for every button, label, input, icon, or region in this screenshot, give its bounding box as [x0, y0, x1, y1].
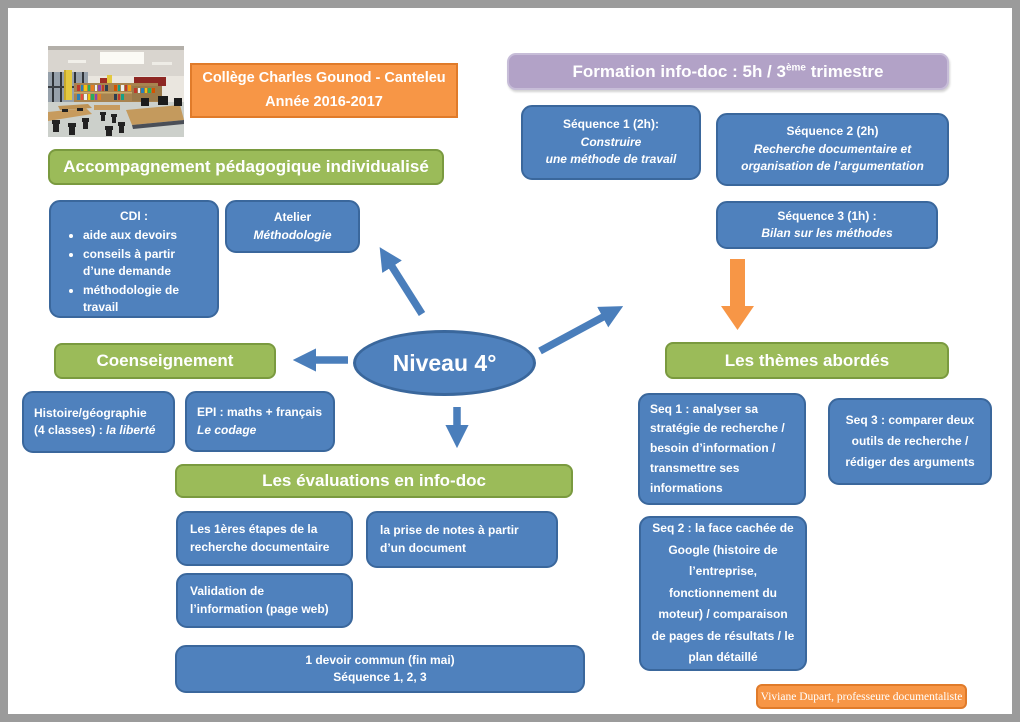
evaluation-item-box: la prise de notes à partir d’un document: [366, 511, 558, 568]
coenseignement-heading: Coenseignement: [54, 343, 276, 379]
sequence-2-title: Séquence 2 (2h): [786, 124, 879, 139]
sequence-1-box: Séquence 1 (2h): Construire une méthode …: [521, 105, 701, 180]
evaluation-item-box: Les 1ères étapes de la recherche documen…: [176, 511, 353, 566]
author-credit-box: Viviane Dupart, professeure documentalis…: [756, 684, 967, 709]
cdi-title: CDI :: [120, 209, 148, 223]
atelier-line1: Atelier: [273, 210, 312, 225]
themes-heading: Les thèmes abordés: [665, 342, 949, 379]
sequence-3-line1: Bilan sur les méthodes: [761, 226, 893, 240]
evaluation-item-box: Validation de l’information (page web): [176, 573, 353, 628]
sequence-2-line2: organisation de l’argumentation: [741, 159, 924, 174]
theme-seq3-box: Seq 3 : comparer deux outils de recherch…: [828, 398, 992, 485]
niveau-label: Niveau 4°: [392, 349, 497, 376]
epi-line1: EPI : maths + français: [197, 405, 323, 420]
niveau-ellipse: Niveau 4°: [353, 330, 536, 396]
cdi-bullet: méthodologie de travail: [83, 282, 209, 317]
theme-seq2-box: Seq 2 : la face cachée de Google (histoi…: [639, 516, 807, 671]
formation-heading-text: Formation info-doc : 5h / 3ème trimestre: [572, 61, 884, 81]
evaluations-heading: Les évaluations en info-doc: [175, 464, 573, 498]
sequence-1-line1: Construire: [580, 134, 642, 149]
sequence-3-title: Séquence 3 (1h) :: [777, 208, 877, 223]
epi-line2: Le codage: [197, 422, 257, 437]
school-title-box: Collège Charles Gounod - Canteleu Année …: [190, 63, 458, 118]
atelier-line2: Méthodologie: [253, 227, 332, 242]
cdi-bullet: aide aux devoirs: [83, 227, 209, 244]
cdi-photo: [48, 46, 184, 137]
devoir-commun-box: 1 devoir commun (fin mai) Séquence 1, 2,…: [175, 645, 585, 693]
arrow-to-atelier: [379, 247, 426, 317]
sequence-1-line2: une méthode de travail: [545, 152, 677, 167]
cdi-box: CDI : aide aux devoirs conseils à partir…: [49, 200, 219, 318]
epi-box: EPI : maths + français Le codage: [185, 391, 335, 452]
cdi-bullet-list: aide aux devoirs conseils à partir d’une…: [59, 227, 209, 317]
arrow-to-themes: [538, 306, 624, 355]
school-title-line1: Collège Charles Gounod - Canteleu: [202, 70, 446, 87]
sequence-3-box: Séquence 3 (1h) : Bilan sur les méthodes: [716, 201, 938, 249]
sequence-2-box: Séquence 2 (2h) Recherche documentaire e…: [716, 113, 949, 186]
atelier-box: Atelier Méthodologie: [225, 200, 360, 253]
sequence-2-line1: Recherche documentaire et: [753, 141, 912, 156]
cdi-photo-illustration: [48, 46, 184, 137]
cdi-bullet: conseils à partir d’une demande: [83, 246, 209, 281]
school-title-line2: Année 2016-2017: [265, 93, 383, 110]
arrow-seq3-to-themes: [721, 259, 754, 330]
formation-heading: Formation info-doc : 5h / 3ème trimestre: [507, 53, 949, 90]
sequence-1-title: Séquence 1 (2h):: [562, 117, 660, 132]
accompagnement-heading: Accompagnement pédagogique individualisé: [48, 149, 444, 185]
theme-seq1-box: Seq 1 : analyser sa stratégie de recherc…: [638, 393, 806, 505]
histgeo-line2: (4 classes) : la liberté: [34, 423, 156, 437]
histgeo-line1: Histoire/géographie: [34, 405, 147, 420]
histoire-geographie-box: Histoire/géographie (4 classes) : la lib…: [22, 391, 175, 453]
